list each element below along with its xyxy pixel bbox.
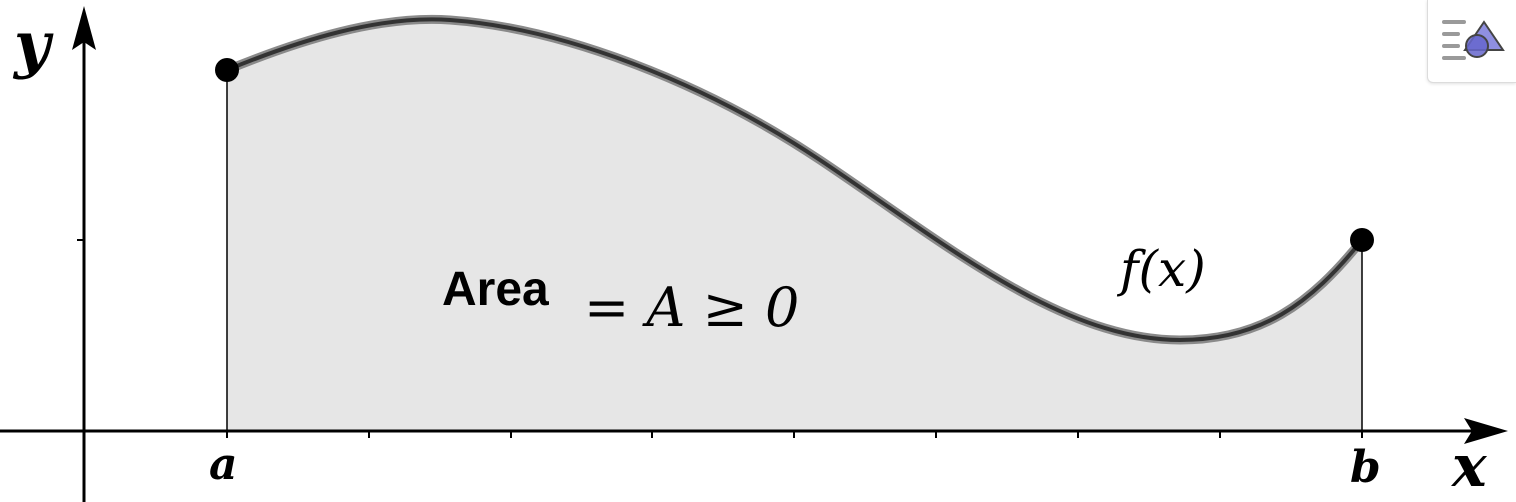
- x-axis-ticks: [226, 431, 1363, 438]
- style-bar-toggle-button[interactable]: [1427, 0, 1516, 83]
- function-curve[interactable]: [225, 17, 1364, 343]
- label-a: a: [209, 439, 238, 490]
- x-axis-label: x: [1450, 432, 1488, 500]
- area-expression: = A ≥ 0: [584, 276, 799, 339]
- point-a[interactable]: [215, 58, 239, 82]
- y-axis-arrow: [72, 6, 96, 50]
- function-label: f(x): [1116, 240, 1206, 298]
- y-axis-label: y: [12, 8, 54, 81]
- label-b: b: [1350, 442, 1381, 493]
- area-region: [227, 19, 1362, 431]
- area-word: Area: [442, 263, 549, 316]
- point-b[interactable]: [1350, 228, 1374, 252]
- x-axis-arrow: [1464, 418, 1508, 444]
- style-bar-icon: [1442, 20, 1505, 60]
